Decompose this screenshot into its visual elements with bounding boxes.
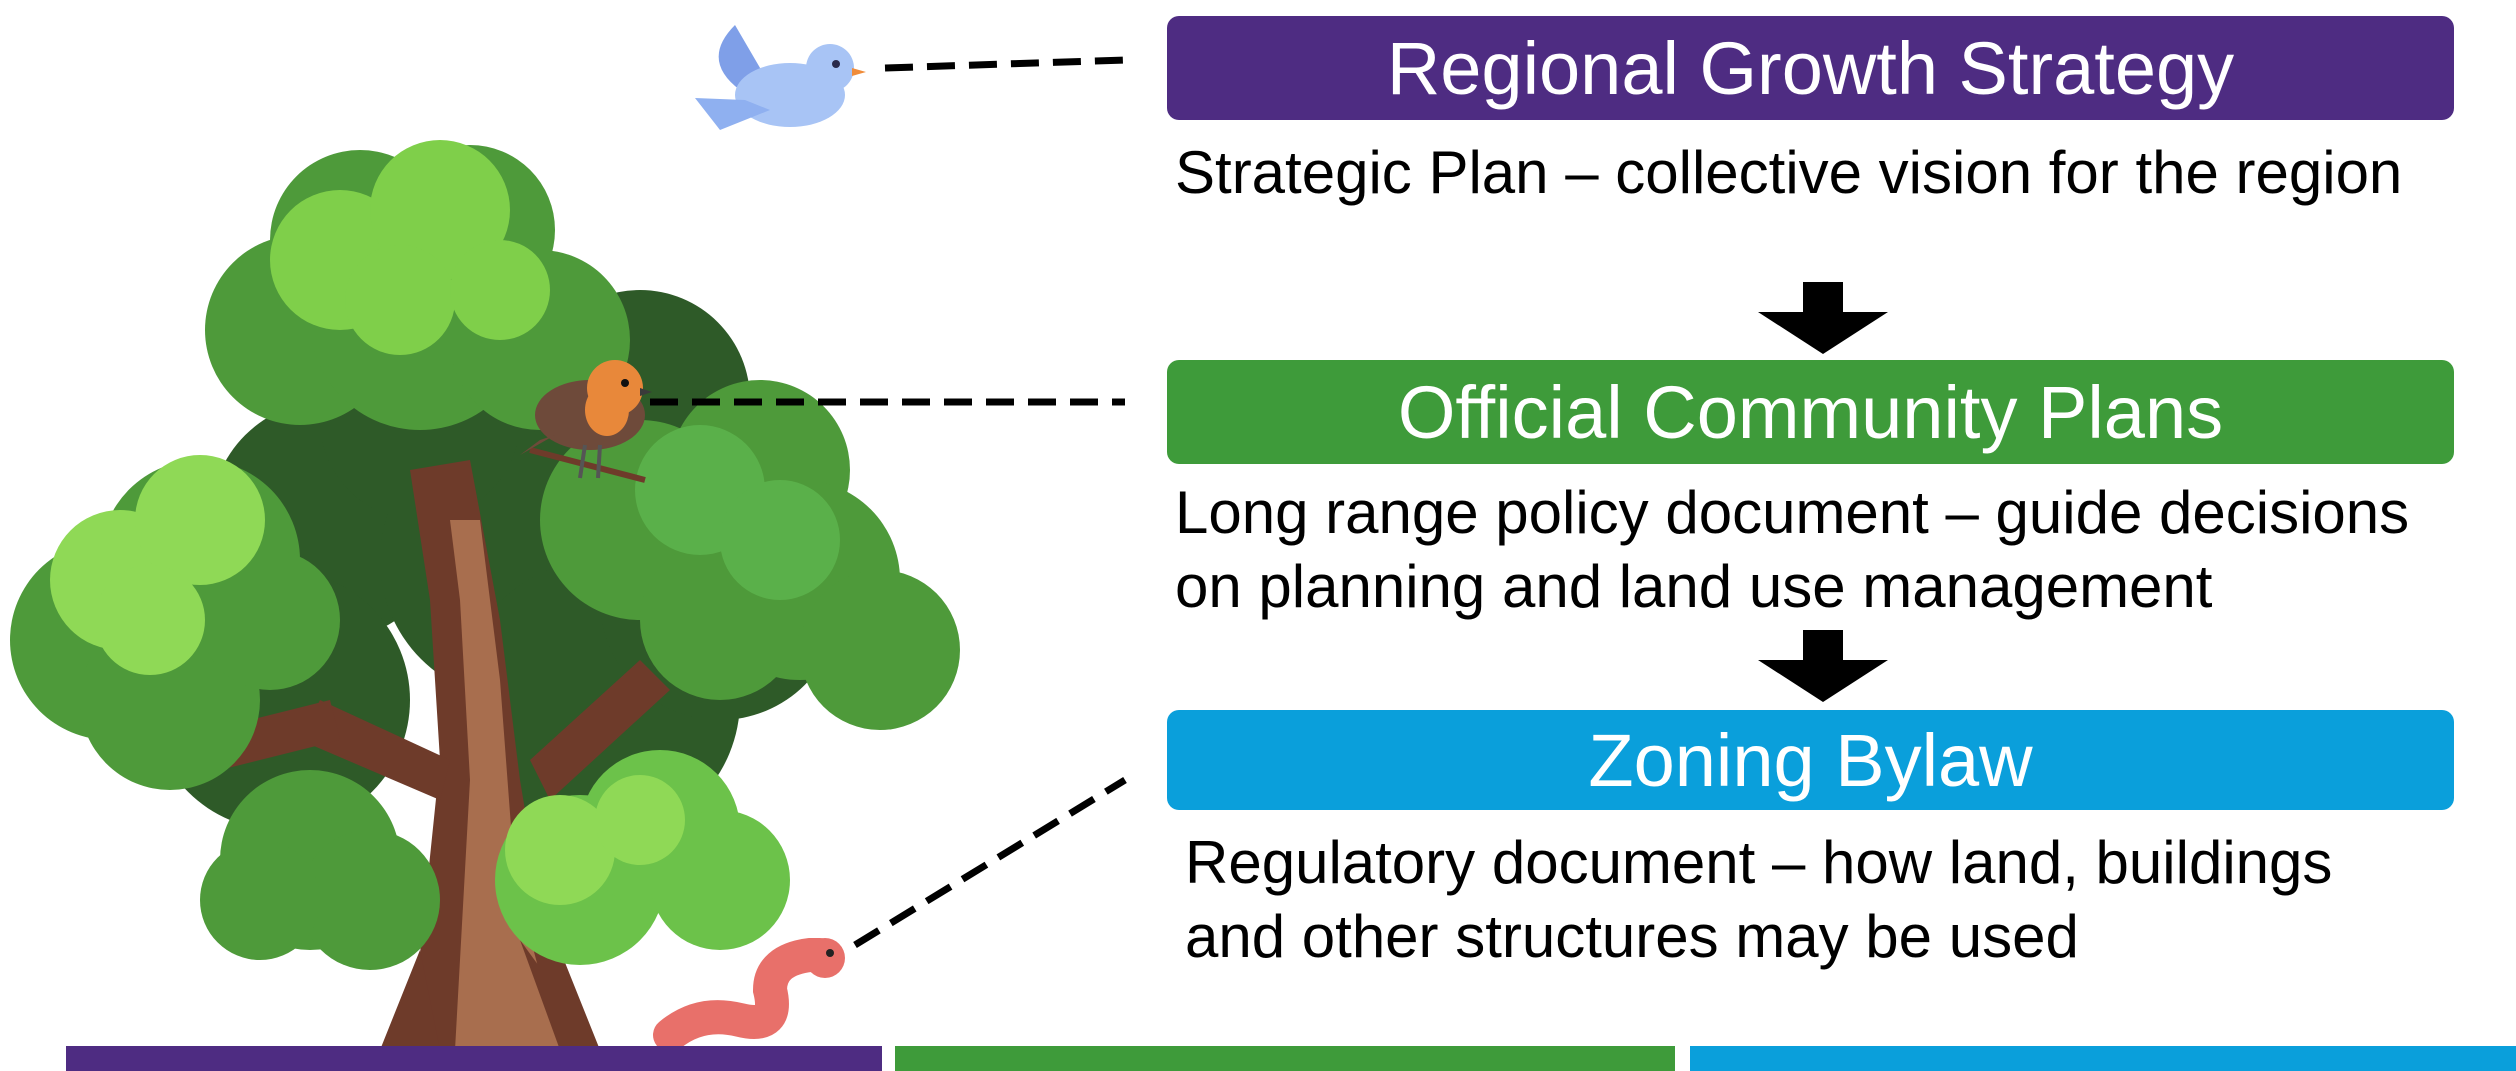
level-description: Long range policy document – guide decis… [1175,479,2410,620]
level-regional-growth-strategy: Regional Growth Strategy [1167,16,2454,120]
connector-line-1 [884,56,1126,72]
ground-strip-purple [66,1046,882,1071]
level-description: Strategic Plan – collective vision for t… [1175,139,2403,206]
level-title: Zoning Bylaw [1588,718,2033,802]
worm-icon [653,938,845,1052]
down-arrow-icon [1758,630,1888,702]
level-title: Regional Growth Strategy [1386,26,2235,110]
connector-line-3 [853,777,1127,948]
robin-icon [520,360,652,483]
down-arrow-icon [1758,282,1888,354]
bird-flying-icon [695,25,866,130]
ground-strip-green [895,1046,1675,1071]
tree-icon [10,140,960,1050]
level-title: Official Community Plans [1397,370,2224,454]
level-description: Regulatory document – how land, building… [1185,829,2333,970]
level-zoning-bylaw: Zoning Bylaw [1167,710,2454,810]
level-official-community-plans: Official Community Plans [1167,360,2454,464]
ground-strip-blue [1690,1046,2516,1071]
